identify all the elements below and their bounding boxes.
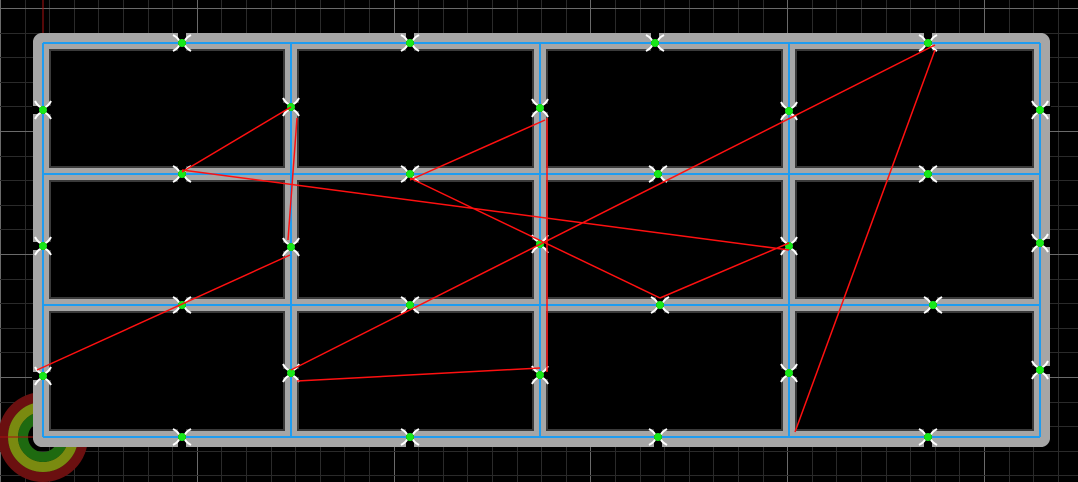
ratsnest-line bbox=[181, 169, 790, 251]
cell bbox=[49, 49, 285, 168]
node[interactable] bbox=[406, 301, 414, 309]
node[interactable] bbox=[1036, 239, 1044, 247]
cell bbox=[546, 180, 783, 299]
node[interactable] bbox=[406, 170, 414, 178]
node[interactable] bbox=[536, 104, 544, 112]
ratsnest-lines bbox=[36, 44, 936, 433]
cell bbox=[49, 180, 285, 299]
cell bbox=[795, 49, 1034, 168]
node[interactable] bbox=[39, 372, 47, 380]
node[interactable] bbox=[536, 371, 544, 379]
ratsnest-line bbox=[181, 106, 292, 173]
node[interactable] bbox=[406, 39, 414, 47]
node[interactable] bbox=[1036, 106, 1044, 114]
node[interactable] bbox=[287, 243, 295, 251]
ratsnest-line bbox=[659, 242, 790, 299]
node[interactable] bbox=[785, 107, 793, 115]
cell bbox=[49, 311, 285, 431]
node[interactable] bbox=[654, 433, 662, 441]
cell bbox=[546, 311, 783, 431]
cell bbox=[297, 180, 534, 299]
node[interactable] bbox=[406, 433, 414, 441]
node[interactable] bbox=[651, 39, 659, 47]
node[interactable] bbox=[929, 301, 937, 309]
ratsnest-line bbox=[296, 367, 541, 382]
cell bbox=[795, 180, 1034, 299]
node[interactable] bbox=[785, 369, 793, 377]
cell bbox=[795, 311, 1034, 431]
ratsnest-line bbox=[290, 44, 936, 371]
node[interactable] bbox=[924, 170, 932, 178]
cell bbox=[297, 49, 534, 168]
node[interactable] bbox=[654, 170, 662, 178]
node[interactable] bbox=[178, 170, 186, 178]
node[interactable] bbox=[287, 369, 295, 377]
ratsnest-line bbox=[409, 177, 661, 299]
node[interactable] bbox=[924, 39, 932, 47]
ratsnest-line bbox=[287, 117, 298, 241]
ratsnest-line bbox=[794, 49, 936, 433]
cell bbox=[546, 49, 783, 168]
node[interactable] bbox=[39, 106, 47, 114]
ratsnest-line bbox=[409, 119, 546, 181]
ratsnest-line bbox=[36, 254, 291, 371]
node[interactable] bbox=[39, 242, 47, 250]
node[interactable] bbox=[924, 433, 932, 441]
node[interactable] bbox=[656, 301, 664, 309]
node[interactable] bbox=[178, 39, 186, 47]
node[interactable] bbox=[178, 433, 186, 441]
node[interactable] bbox=[1036, 366, 1044, 374]
